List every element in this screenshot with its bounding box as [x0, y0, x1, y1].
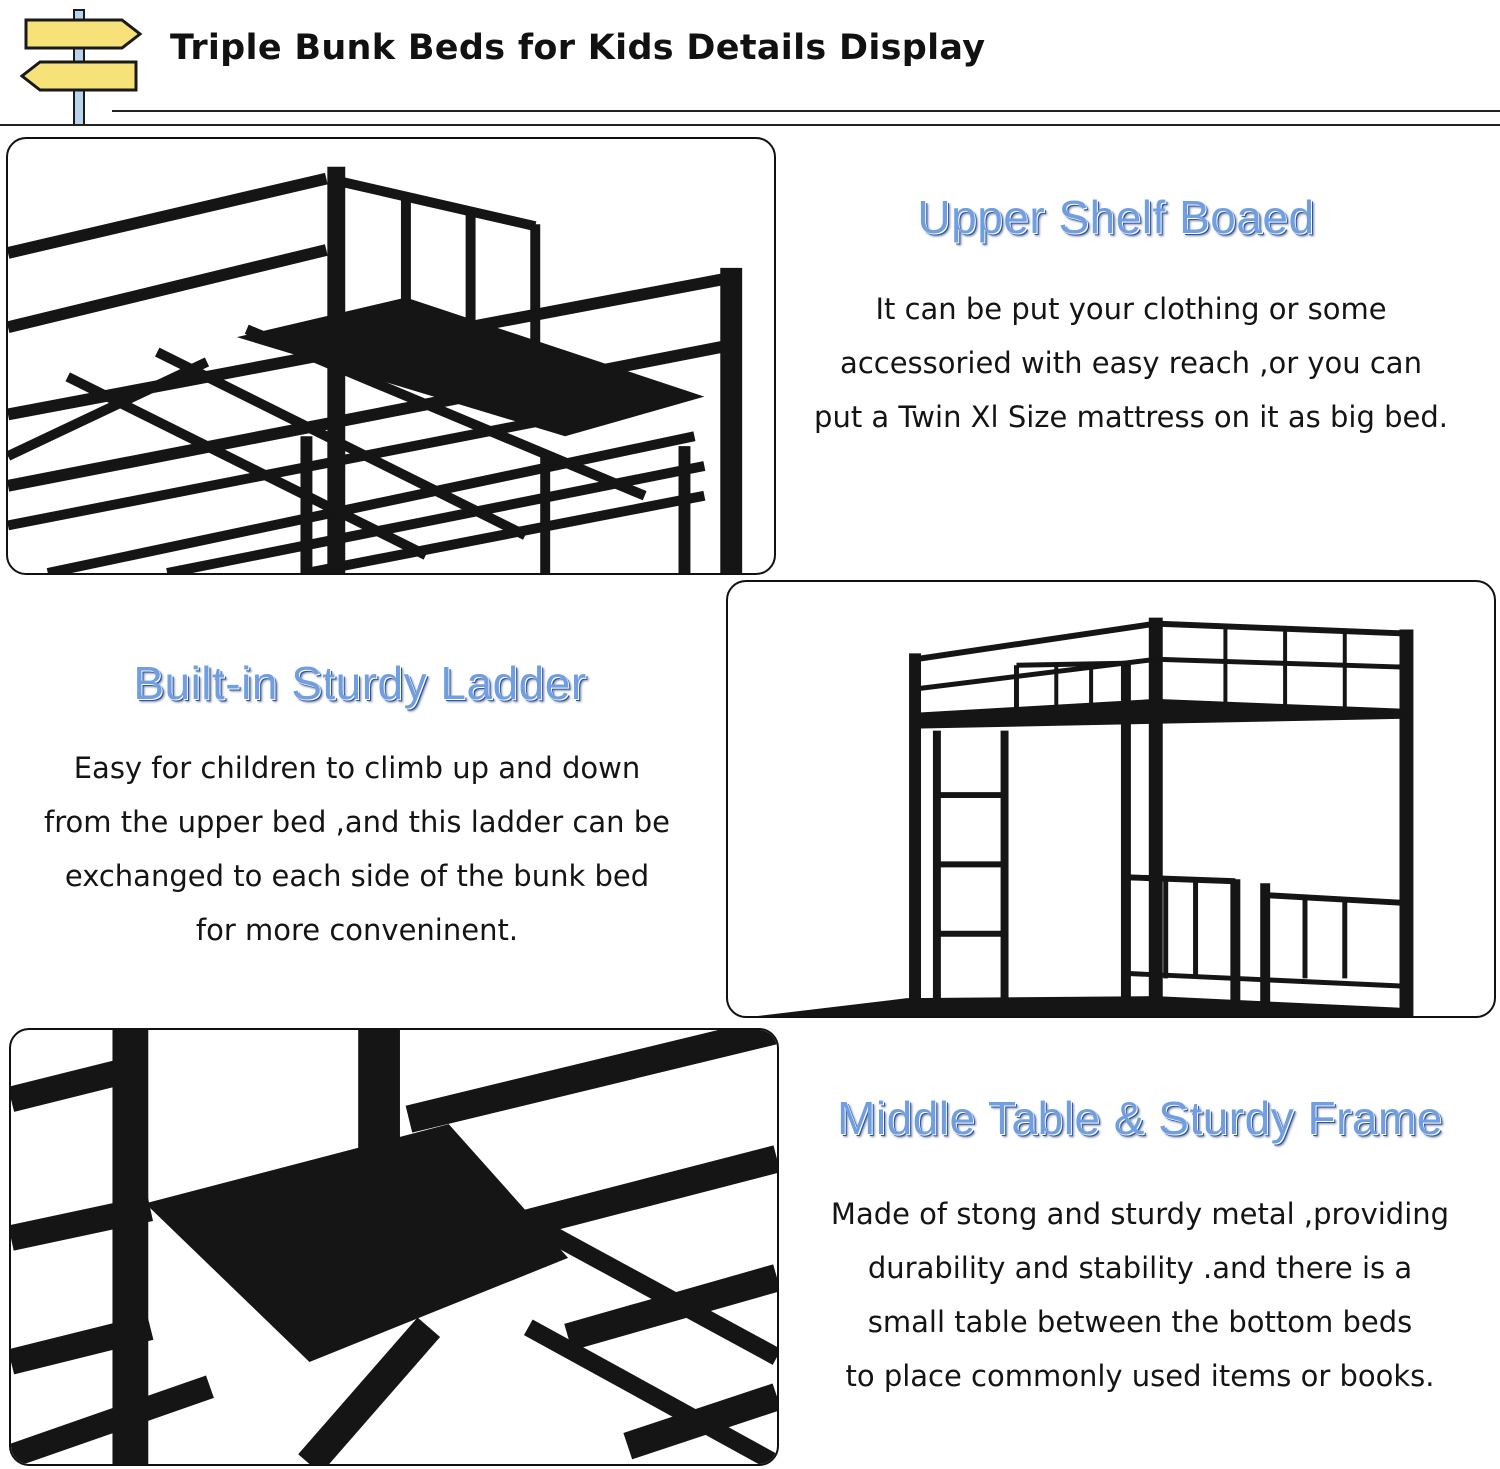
ladder-photo — [726, 580, 1496, 1018]
header-divider-bottom — [0, 124, 1500, 126]
description-line: for more conveninent. — [195, 913, 519, 947]
feature-title-ladder: Built-in Sturdy Ladder — [133, 657, 587, 709]
upper-shelf-photo — [6, 137, 776, 575]
page-header: Triple Bunk Beds for Kids Details Displa… — [0, 0, 1500, 130]
header-divider-top — [112, 110, 1500, 112]
feature-title-middle-table: Middle Table & Sturdy Frame — [837, 1092, 1443, 1144]
description-line: It can be put your clothing or some — [875, 292, 1387, 326]
description-line: exchanged to each side of the bunk bed — [64, 859, 650, 893]
feature-description-middle-table: Made of stong and sturdy metal ,providin… — [780, 1187, 1500, 1403]
description-line: Easy for children to climb up and down — [73, 751, 641, 785]
description-line: Made of stong and sturdy metal ,providin… — [830, 1197, 1450, 1231]
signpost-icon — [19, 9, 143, 126]
middle-table-photo — [9, 1028, 779, 1466]
feature-title-upper-shelf: Upper Shelf Boaed — [917, 191, 1315, 243]
description-line: put a Twin Xl Size mattress on it as big… — [814, 400, 1448, 434]
description-line: accessoried with easy reach ,or you can — [840, 346, 1422, 380]
description-line: durability and stability .and there is a — [867, 1251, 1413, 1285]
description-line: from the upper bed ,and this ladder can … — [44, 805, 670, 839]
feature-description-ladder: Easy for children to climb up and down f… — [16, 741, 698, 957]
page-title: Triple Bunk Beds for Kids Details Displa… — [170, 28, 986, 68]
description-line: small table between the bottom beds — [867, 1305, 1413, 1339]
feature-description-upper-shelf: It can be put your clothing or some acce… — [786, 282, 1476, 444]
description-line: to place commonly used items or books. — [845, 1359, 1435, 1393]
